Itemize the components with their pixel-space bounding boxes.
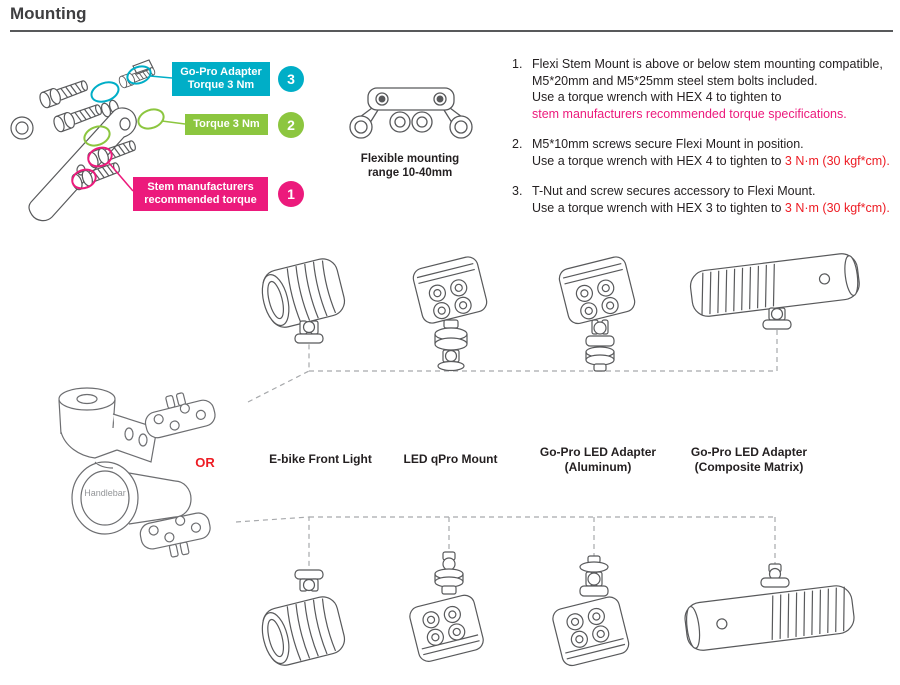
ring-green [83, 125, 111, 147]
leader-green [161, 120, 186, 125]
callout-badge-1: 1 [278, 181, 304, 207]
callout-torque-3nm: Torque 3 Nm [185, 114, 268, 135]
gopro-led-adapter-aluminum-top-illustration [558, 256, 636, 372]
ring-cyan [90, 81, 120, 103]
product-label-line: (Composite Matrix) [694, 460, 804, 474]
ebike-front-light-top-illustration [261, 258, 346, 344]
led-qpro-mount-top-illustration [412, 256, 488, 372]
torque-highlight-rings [71, 65, 186, 192]
instruction-3: 3. T-Nut and screw secures accessory to … [512, 183, 894, 216]
or-label: OR [195, 455, 215, 470]
product-label-adapter-composite: Go-Pro LED Adapter (Composite Matrix) [676, 445, 822, 475]
callout-text: recommended torque [144, 194, 257, 206]
instructions-list: 1. Flexi Stem Mount is above or below st… [512, 56, 894, 230]
callout-gopro-adapter-torque: Go-Pro Adapter Torque 3 Nm [172, 62, 270, 96]
exploded-stem-mount-illustration [10, 59, 186, 222]
product-label-qpro: LED qPro Mount [383, 452, 518, 467]
instruction-highlight-red: 3 N·m (30 kgf*cm). [784, 200, 890, 215]
handlebar-label: Handlebar [84, 488, 126, 498]
leader-magenta [108, 162, 134, 192]
instruction-number: 1. [512, 57, 523, 71]
product-label-adapter-aluminum: Go-Pro LED Adapter (Aluminum) [528, 445, 668, 475]
instruction-text: T-Nut and screw secures accessory to Fle… [532, 183, 890, 216]
handlebar-stem-illustration [58, 387, 216, 558]
ring-magenta [87, 146, 113, 168]
gopro-led-adapter-aluminum-bottom-illustration [552, 555, 630, 667]
product-label-line: E-bike Front Light [269, 452, 372, 466]
product-label-line: (Aluminum) [564, 460, 632, 474]
ring-magenta [71, 168, 97, 190]
connector-top-left [247, 344, 310, 403]
instruction-2: 2. M5*10mm screws secure Flexi Mount in … [512, 136, 894, 169]
header-divider [10, 30, 893, 32]
instruction-number: 3. [512, 184, 523, 198]
instruction-text: Flexi Stem Mount is above or below stem … [532, 56, 883, 122]
instruction-line: T-Nut and screw secures accessory to Fle… [532, 184, 816, 198]
callout-text: Go-Pro Adapter [180, 66, 262, 78]
callout-text: Torque 3 Nm [193, 118, 260, 130]
instruction-text: M5*10mm screws secure Flexi Mount in pos… [532, 136, 890, 169]
callout-stem-torque: Stem manufacturers recommended torque [133, 177, 268, 211]
instruction-line: M5*10mm screws secure Flexi Mount in pos… [532, 137, 804, 151]
page-title: Mounting [10, 4, 87, 23]
flexi-mount-above-stem [144, 392, 216, 439]
flexible-mount-caption-line: range 10-40mm [367, 167, 453, 179]
gopro-led-adapter-composite-top-illustration [689, 253, 860, 330]
gopro-led-adapter-composite-bottom-illustration [684, 563, 855, 651]
led-qpro-mount-bottom-illustration [409, 551, 484, 662]
instruction-line: Use a torque wrench with HEX 4 to tighte… [532, 90, 782, 104]
callout-text: Stem manufacturers [147, 181, 254, 193]
instruction-1: 1. Flexi Stem Mount is above or below st… [512, 56, 894, 122]
instruction-highlight-red: 3 N·m (30 kgf*cm). [784, 153, 890, 168]
product-label-line: LED qPro Mount [403, 452, 498, 466]
product-label-front-light: E-bike Front Light [248, 452, 393, 467]
instruction-line: M5*20mm and M5*25mm steel stem bolts inc… [532, 73, 818, 88]
instruction-line: Use a torque wrench with HEX 4 to tighte… [532, 153, 785, 168]
flexi-mount-below-stem [139, 512, 211, 558]
ebike-front-light-bottom-illustration [261, 569, 346, 666]
leader-cyan [149, 75, 173, 79]
callout-text: Torque 3 Nm [187, 79, 255, 91]
flexible-mount-illustration [349, 87, 473, 139]
callout-badge-3: 3 [278, 66, 304, 92]
instruction-line: Flexi Stem Mount is above or below stem … [532, 57, 883, 71]
product-label-line: Go-Pro LED Adapter [690, 445, 808, 459]
ring-cyan [126, 65, 152, 85]
ring-green [137, 108, 165, 130]
instruction-number: 2. [512, 137, 523, 151]
instruction-line: Use a torque wrench with HEX 3 to tighte… [532, 200, 785, 215]
instruction-highlight-magenta: stem manufacturers recommended torque sp… [532, 106, 847, 121]
flexible-mount-caption: Flexible mounting range 10-40mm [344, 152, 476, 180]
product-label-line: Go-Pro LED Adapter [539, 445, 657, 459]
callout-badge-2: 2 [278, 112, 304, 138]
flexible-mount-caption-line: Flexible mounting [360, 153, 460, 165]
stem-body [58, 387, 192, 535]
